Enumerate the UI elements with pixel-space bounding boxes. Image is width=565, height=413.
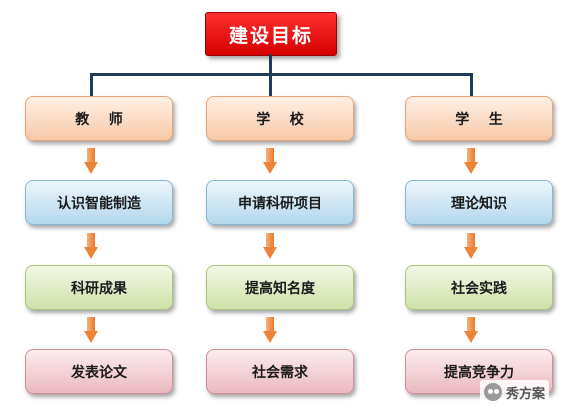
school-item-2-box: 提高知名度 — [206, 265, 354, 310]
student-head-label: 学 生 — [455, 111, 503, 128]
student-item-3-label: 提高竞争力 — [444, 364, 514, 381]
down-arrow-icon — [263, 317, 277, 343]
student-head-box: 学 生 — [405, 96, 553, 141]
down-arrow-icon — [464, 317, 478, 343]
school-head-label: 学 校 — [256, 111, 304, 128]
school-item-1-label: 申请科研项目 — [238, 195, 322, 212]
watermark-text: 秀方案 — [506, 386, 546, 402]
down-arrow-icon — [464, 148, 478, 174]
root-goal-box: 建设目标 — [205, 12, 337, 56]
student-item-3-box: 提高竞争力 — [405, 349, 553, 394]
teacher-item-2-box: 科研成果 — [25, 265, 173, 310]
student-item-1-box: 理论知识 — [405, 180, 553, 225]
teacher-head-label: 教 师 — [75, 111, 123, 128]
teacher-item-3-box: 发表论文 — [25, 349, 173, 394]
connector-trunk — [269, 54, 272, 75]
teacher-item-2-label: 科研成果 — [71, 280, 127, 297]
down-arrow-icon — [263, 148, 277, 174]
school-head-box: 学 校 — [206, 96, 354, 141]
teacher-head-box: 教 师 — [25, 96, 173, 141]
root-goal-label: 建设目标 — [228, 24, 313, 47]
school-item-1-box: 申请科研项目 — [206, 180, 354, 225]
connector-horizontal — [90, 73, 473, 76]
down-arrow-icon — [263, 233, 277, 259]
down-arrow-icon — [464, 233, 478, 259]
down-arrow-icon — [84, 148, 98, 174]
student-item-1-label: 理论知识 — [451, 195, 507, 212]
watermark: 秀方案 — [480, 380, 550, 404]
school-item-3-box: 社会需求 — [206, 349, 354, 394]
connector-left-drop — [90, 73, 93, 97]
connector-right-drop — [470, 73, 473, 97]
school-item-3-label: 社会需求 — [252, 364, 308, 381]
teacher-item-1-box: 认识智能制造 — [25, 180, 173, 225]
teacher-item-1-label: 认识智能制造 — [57, 195, 141, 212]
student-item-2-box: 社会实践 — [405, 265, 553, 310]
teacher-item-3-label: 发表论文 — [71, 364, 127, 381]
down-arrow-icon — [84, 317, 98, 343]
down-arrow-icon — [84, 233, 98, 259]
student-item-2-label: 社会实践 — [451, 280, 507, 297]
school-item-2-label: 提高知名度 — [245, 280, 315, 297]
connector-middle-drop — [269, 73, 272, 97]
wechat-icon — [484, 383, 502, 401]
